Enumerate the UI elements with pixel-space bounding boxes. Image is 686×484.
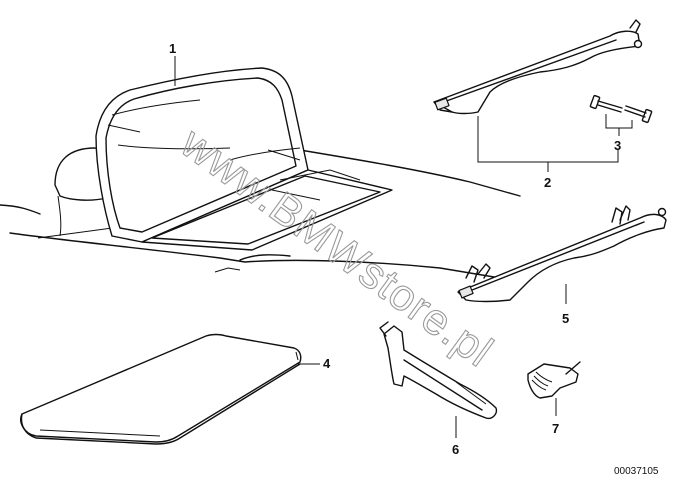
diagram-id: 00037105 bbox=[614, 466, 659, 477]
leader-part-3 bbox=[605, 114, 633, 129]
small-clip bbox=[527, 361, 581, 399]
leader-part-2 bbox=[477, 116, 619, 163]
deflector-lower-panel bbox=[141, 169, 393, 251]
screw-left bbox=[589, 94, 623, 113]
clip-left bbox=[434, 97, 450, 111]
callout-1: 1 bbox=[169, 41, 176, 56]
pivot-pin-lower bbox=[657, 207, 667, 217]
callout-7: 7 bbox=[552, 421, 559, 436]
storage-bag bbox=[20, 333, 302, 445]
callout-3: 3 bbox=[614, 138, 621, 153]
support-bracket bbox=[379, 321, 498, 420]
clip-lower-left bbox=[458, 285, 474, 299]
callout-2: 2 bbox=[544, 175, 551, 190]
callout-6: 6 bbox=[452, 442, 459, 457]
callout-4: 4 bbox=[323, 356, 331, 371]
callout-5: 5 bbox=[562, 311, 569, 326]
pivot-pin bbox=[633, 39, 643, 49]
cover-strip-lower bbox=[457, 205, 667, 303]
screw-right bbox=[624, 105, 653, 124]
wind-deflector-frame bbox=[95, 67, 309, 243]
cover-strip-upper bbox=[433, 19, 643, 115]
